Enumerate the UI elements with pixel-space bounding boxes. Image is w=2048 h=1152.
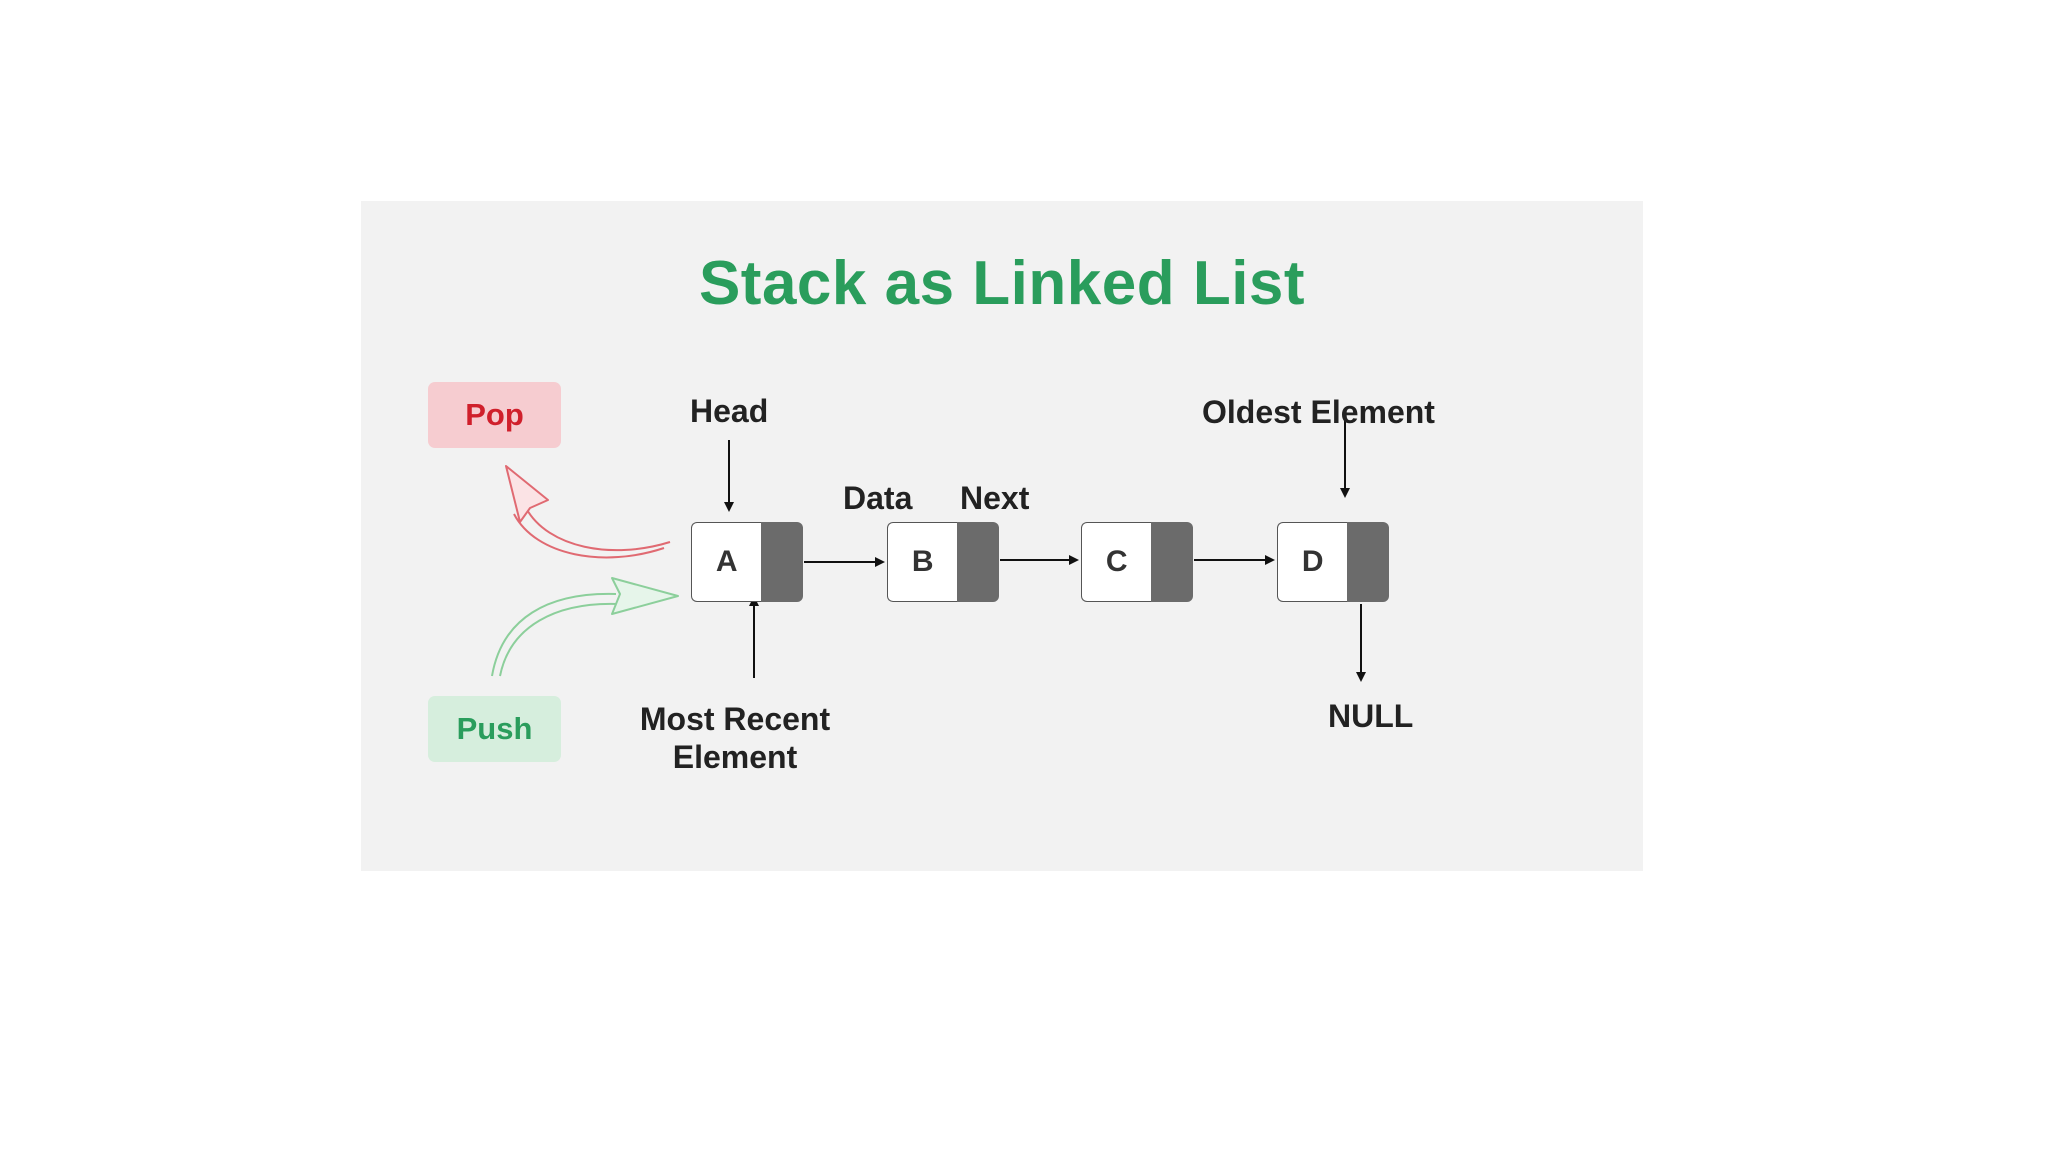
diagram-title: Stack as Linked List [698, 249, 1306, 318]
node-next-pointer [957, 522, 999, 602]
pop-arrow-icon [505, 465, 671, 559]
push-arrow-icon [491, 577, 679, 677]
head-label: Head [690, 393, 769, 429]
node-next-pointer [761, 522, 803, 602]
node-data-cell: B [887, 522, 958, 602]
diagram-panel [361, 201, 1643, 871]
data-field-label: Data [843, 480, 913, 516]
list-node-b: B [887, 522, 999, 602]
node-data-cell: C [1081, 522, 1152, 602]
node-next-pointer [1347, 522, 1389, 602]
most-recent-element-label: Most Recent Element [639, 701, 831, 775]
next-field-label: Next [960, 480, 1030, 516]
node-data-cell: A [691, 522, 762, 602]
list-node-c: C [1081, 522, 1193, 602]
pop-label: Pop [428, 382, 561, 448]
node-next-pointer [1151, 522, 1193, 602]
list-node-d: D [1277, 522, 1389, 602]
oldest-element-label: Oldest Element [1202, 394, 1435, 430]
node-data-cell: D [1277, 522, 1348, 602]
push-label: Push [428, 696, 561, 762]
list-node-a: A [691, 522, 803, 602]
null-label: NULL [1328, 698, 1414, 734]
